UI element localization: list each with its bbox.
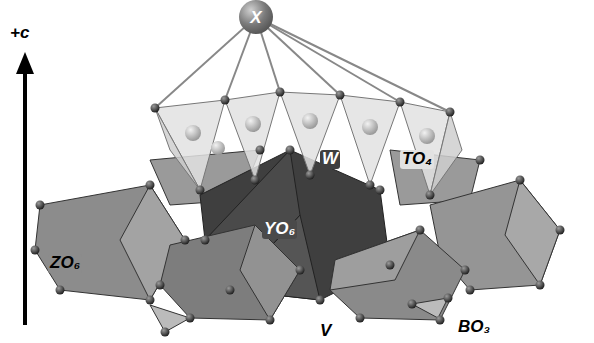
axis-label: +c bbox=[8, 24, 31, 43]
site-label: W bbox=[320, 150, 340, 169]
polyhedron-label: BO₃ bbox=[456, 318, 492, 337]
site-label: V bbox=[318, 322, 333, 341]
cation-sphere: X bbox=[239, 0, 273, 34]
polyhedron-label: TO₄ bbox=[400, 150, 434, 169]
polyhedron-label: YO₆ bbox=[262, 220, 297, 239]
site-label: X bbox=[250, 9, 261, 26]
polyhedron-label: ZO₆ bbox=[48, 254, 82, 273]
